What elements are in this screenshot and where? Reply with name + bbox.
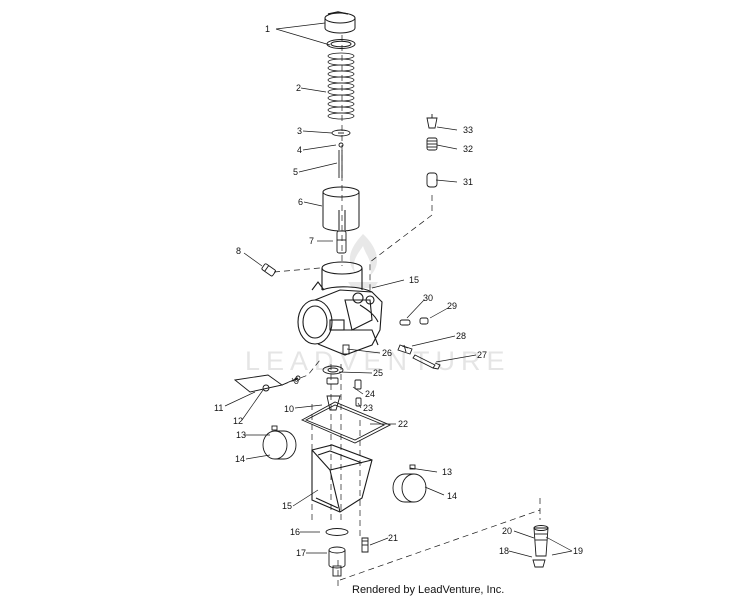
callout-3: 3 (297, 126, 303, 136)
callout-15-bowl: 15 (282, 501, 293, 511)
float-gasket (300, 401, 392, 444)
throttle-slide (322, 186, 360, 232)
side-cap-left (262, 425, 297, 460)
callout-11: 11 (214, 403, 224, 413)
callout-15-body: 15 (409, 275, 420, 285)
callout-30: 30 (423, 293, 434, 303)
side-cap-right (392, 464, 427, 503)
main-jet-set (325, 528, 369, 577)
callout-9: 9 (294, 376, 300, 386)
callout-7: 7 (309, 236, 315, 246)
needle-set (331, 129, 351, 178)
watermark-text: LEADVENTURE (245, 346, 511, 376)
callout-14-left: 14 (235, 454, 246, 464)
callout-6: 6 (298, 197, 304, 207)
callout-10: 10 (284, 404, 295, 414)
float-arm-plate (233, 374, 301, 393)
assembly-dash-lines (273, 35, 541, 590)
callout-33: 33 (463, 125, 474, 135)
callout-23: 23 (363, 403, 374, 413)
pilot-screw (261, 263, 276, 277)
carburetor-body (297, 261, 383, 356)
callout-8: 8 (236, 246, 242, 256)
callout-21: 21 (388, 533, 399, 543)
callout-13-left: 13 (236, 430, 247, 440)
top-cap (324, 11, 356, 49)
jet-stack (322, 365, 362, 411)
leader-lines (224, 22, 573, 558)
callout-25: 25 (373, 368, 384, 378)
callout-16: 16 (290, 527, 301, 537)
air-screw-set (342, 317, 441, 370)
float-bowl (311, 444, 373, 513)
callout-2: 2 (296, 83, 302, 93)
callout-1: 1 (265, 24, 271, 34)
callout-19: 19 (573, 546, 584, 556)
choke-plunger-set (426, 114, 438, 188)
drain-set (532, 525, 549, 568)
callout-14-right: 14 (447, 491, 458, 501)
render-credit: Rendered by LeadVenture, Inc. (352, 584, 505, 596)
throttle-spring (327, 52, 355, 120)
callout-20: 20 (502, 526, 513, 536)
callout-22: 22 (398, 419, 409, 429)
watermark-logo-icon (348, 234, 378, 288)
callout-26: 26 (382, 348, 393, 358)
callout-28: 28 (456, 331, 467, 341)
callout-32: 32 (463, 144, 474, 154)
callout-13-right: 13 (442, 467, 453, 477)
callout-12: 12 (233, 416, 244, 426)
callout-4: 4 (297, 145, 303, 155)
callout-17: 17 (296, 548, 307, 558)
callout-24: 24 (365, 389, 376, 399)
needle-jet (336, 230, 347, 254)
callout-31: 31 (463, 177, 474, 187)
callout-29: 29 (447, 301, 458, 311)
callout-5: 5 (293, 167, 299, 177)
callout-18: 18 (499, 546, 510, 556)
callout-27: 27 (477, 350, 488, 360)
